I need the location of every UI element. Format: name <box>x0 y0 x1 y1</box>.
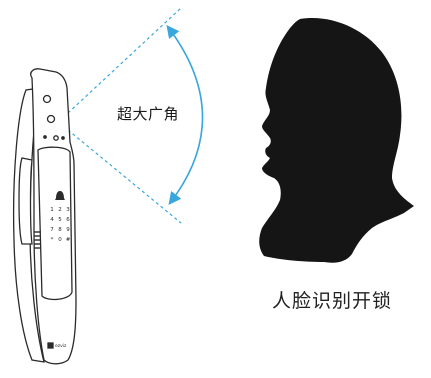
keypad-key-0: 0 <box>58 237 62 243</box>
wide-angle-arc-arrow <box>166 24 204 206</box>
handle-grip-ridges <box>34 231 41 249</box>
smart-lock <box>12 68 77 365</box>
keypad-key-3: 3 <box>66 207 70 213</box>
head-silhouette <box>259 17 414 263</box>
keypad-panel <box>37 146 73 301</box>
cone-lower-dashed-line <box>67 129 182 224</box>
keypad-key-7: 7 <box>50 227 54 233</box>
ir-dot-icon <box>43 135 47 139</box>
sensor-icon <box>46 114 56 124</box>
camera-lens-icon <box>42 94 52 104</box>
keypad-key-4: 4 <box>50 217 54 223</box>
detection-cone <box>67 7 182 224</box>
keypad-key-2: 2 <box>58 207 62 213</box>
keypad-key-star: * <box>51 237 54 243</box>
bell-icon <box>55 191 65 200</box>
ir-dot-icon <box>61 136 65 140</box>
keypad-key-1: 1 <box>50 207 54 213</box>
lock-handle <box>18 157 33 245</box>
wide-angle-label: 超大广角 <box>117 105 180 123</box>
keypad-key-hash: # <box>66 237 71 243</box>
keypad-key-9: 9 <box>66 227 70 233</box>
brand-emblem-icon <box>47 342 54 349</box>
lock-brand-text: ezviz <box>55 343 67 349</box>
cone-upper-dashed-line <box>67 7 182 114</box>
keypad-key-8: 8 <box>58 227 62 233</box>
keypad-key-6: 6 <box>66 217 70 223</box>
ir-dot-icon <box>53 135 59 141</box>
face-unlock-caption: 人脸识别开锁 <box>272 290 393 312</box>
keypad-keys: 1 2 3 4 5 6 7 8 9 * 0 # <box>50 207 70 243</box>
keypad-key-5: 5 <box>58 217 62 223</box>
